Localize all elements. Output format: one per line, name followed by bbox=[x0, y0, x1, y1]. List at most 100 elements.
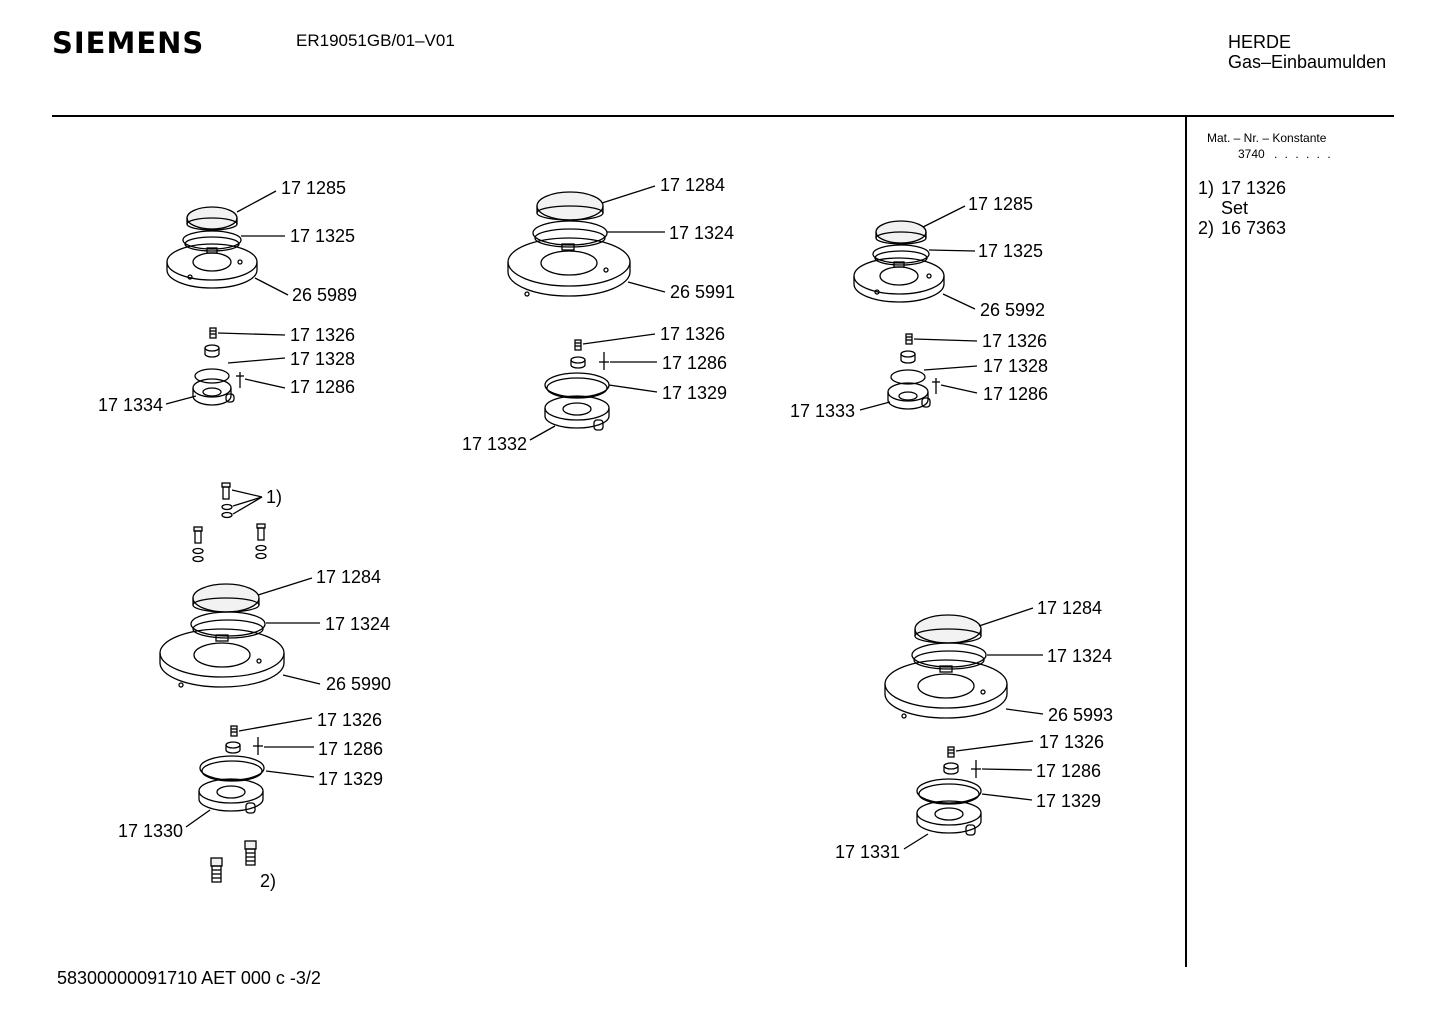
leader-electrode bbox=[981, 768, 1033, 771]
part-label-screw: 17 1326 bbox=[1039, 732, 1104, 752]
leader-screw bbox=[913, 338, 978, 342]
part-label-seal: 17 1328 bbox=[290, 349, 355, 369]
part-label-base: 17 1334 bbox=[98, 395, 163, 415]
hex-bolt-pair bbox=[210, 840, 257, 883]
leader-plate bbox=[254, 277, 289, 296]
part-label-ring2: 17 1329 bbox=[318, 769, 383, 789]
part-label-base: 17 1333 bbox=[790, 401, 855, 421]
leader-cap bbox=[257, 577, 313, 596]
leader-ring2 bbox=[608, 384, 658, 393]
flame-ring bbox=[532, 220, 608, 248]
part-label-electrode: 17 1286 bbox=[983, 384, 1048, 404]
part-label-cap: 17 1285 bbox=[968, 194, 1033, 214]
leader-plate bbox=[942, 293, 976, 310]
burner-cap bbox=[536, 191, 604, 221]
part-label-seal: 17 1328 bbox=[983, 356, 1048, 376]
injector-seal bbox=[204, 344, 220, 358]
part-label-plate: 26 5989 bbox=[292, 285, 357, 305]
injector-seal bbox=[900, 350, 916, 364]
burner-cap bbox=[914, 614, 982, 644]
leader-base bbox=[859, 401, 891, 411]
model-number: ER19051GB/01–V01 bbox=[296, 31, 455, 50]
part-label-screw: 17 1326 bbox=[290, 325, 355, 345]
leader-seal bbox=[227, 357, 286, 364]
flame-ring bbox=[182, 230, 242, 252]
part-label-cap: 17 1284 bbox=[1037, 598, 1102, 618]
burner-base bbox=[916, 800, 982, 836]
burner-base bbox=[198, 778, 264, 814]
mat-nr-value: 3740 bbox=[1238, 147, 1265, 161]
ignition-electrode bbox=[599, 352, 609, 370]
burner-cap bbox=[186, 206, 238, 231]
leader-screw bbox=[217, 332, 286, 336]
leader-ring bbox=[928, 249, 976, 252]
category-subtitle: Gas–Einbaumulden bbox=[1228, 52, 1387, 72]
part-label-electrode: 17 1286 bbox=[662, 353, 727, 373]
burner-group-3: 17 1285 17 1325 26 5992 17 1326 17 1328 … bbox=[790, 194, 1048, 421]
burner-ring-2 bbox=[916, 778, 982, 805]
leader-plate bbox=[282, 674, 321, 685]
part-label-base: 17 1331 bbox=[835, 842, 900, 862]
burner-plate bbox=[507, 237, 631, 297]
burner-plate bbox=[853, 257, 945, 303]
mat-nr-dots: . . . . . . bbox=[1274, 147, 1333, 161]
brand-logo: SIEMENS bbox=[52, 26, 205, 60]
header-divider bbox=[52, 115, 1394, 117]
burner-base bbox=[544, 395, 610, 431]
small-screw bbox=[209, 327, 217, 339]
note-text-1: 17 1326 bbox=[1221, 178, 1287, 198]
category-title: HERDE bbox=[1228, 32, 1292, 52]
leader-ring2 bbox=[265, 770, 315, 778]
small-screw bbox=[574, 339, 582, 351]
part-label-ring: 17 1325 bbox=[978, 241, 1043, 261]
leader-screw bbox=[582, 333, 656, 345]
burner-plate bbox=[884, 659, 1008, 719]
part-label-screw: 17 1326 bbox=[982, 331, 1047, 351]
note-text-set: Set bbox=[1221, 198, 1249, 218]
flame-ring bbox=[872, 244, 930, 266]
part-label-ring: 17 1324 bbox=[325, 614, 390, 634]
flame-ring bbox=[911, 642, 987, 670]
fixing-screw-set bbox=[192, 482, 267, 563]
side-panel-divider bbox=[1185, 117, 1187, 967]
note-marker-2: 2) bbox=[1198, 218, 1215, 238]
part-label-base: 17 1332 bbox=[462, 434, 527, 454]
ignition-electrode bbox=[932, 378, 940, 394]
injector-seal bbox=[225, 741, 241, 754]
burner-group-2: 17 1284 17 1324 26 5991 17 1326 bbox=[462, 175, 735, 454]
mat-nr-label: Mat. – Nr. – Konstante bbox=[1207, 131, 1327, 145]
ignition-electrode bbox=[236, 372, 244, 388]
injector-seal bbox=[570, 356, 586, 369]
burner-group-4: 1) 17 1284 17 1324 26 5990 bbox=[118, 482, 391, 891]
ignition-electrode bbox=[253, 737, 263, 755]
ignition-electrode bbox=[971, 760, 981, 778]
part-label-plate: 26 5993 bbox=[1048, 705, 1113, 725]
part-label-screw: 17 1326 bbox=[660, 324, 725, 344]
burner-group-5: 17 1284 17 1324 26 5993 17 1326 bbox=[835, 598, 1113, 862]
note-marker-1: 1) bbox=[1198, 178, 1215, 198]
part-label-electrode: 17 1286 bbox=[1036, 761, 1101, 781]
burner-group-1: 17 1285 17 1325 26 5989 17 1326 17 1328 … bbox=[98, 178, 357, 415]
flame-ring bbox=[190, 611, 266, 639]
small-screw bbox=[905, 333, 913, 345]
part-label-set-marker: 1) bbox=[266, 487, 282, 507]
leader-plate bbox=[1005, 708, 1044, 715]
part-label-cap: 17 1285 bbox=[281, 178, 346, 198]
burner-base bbox=[887, 369, 931, 410]
burner-cap bbox=[192, 583, 260, 613]
small-screw bbox=[947, 746, 955, 758]
leader-cap bbox=[236, 190, 277, 213]
part-label-ring2: 17 1329 bbox=[662, 383, 727, 403]
part-label-ring: 17 1324 bbox=[1047, 646, 1112, 666]
part-label-ring: 17 1325 bbox=[290, 226, 355, 246]
burner-base bbox=[192, 368, 235, 406]
leader-electrode bbox=[940, 384, 978, 394]
note-text-2: 16 7363 bbox=[1221, 218, 1287, 238]
leader-cap bbox=[978, 607, 1034, 627]
part-label-electrode: 17 1286 bbox=[318, 739, 383, 759]
leader-set bbox=[231, 489, 263, 498]
leader-base bbox=[185, 809, 211, 828]
leader-electrode bbox=[244, 378, 286, 389]
burner-ring-2 bbox=[544, 372, 610, 399]
